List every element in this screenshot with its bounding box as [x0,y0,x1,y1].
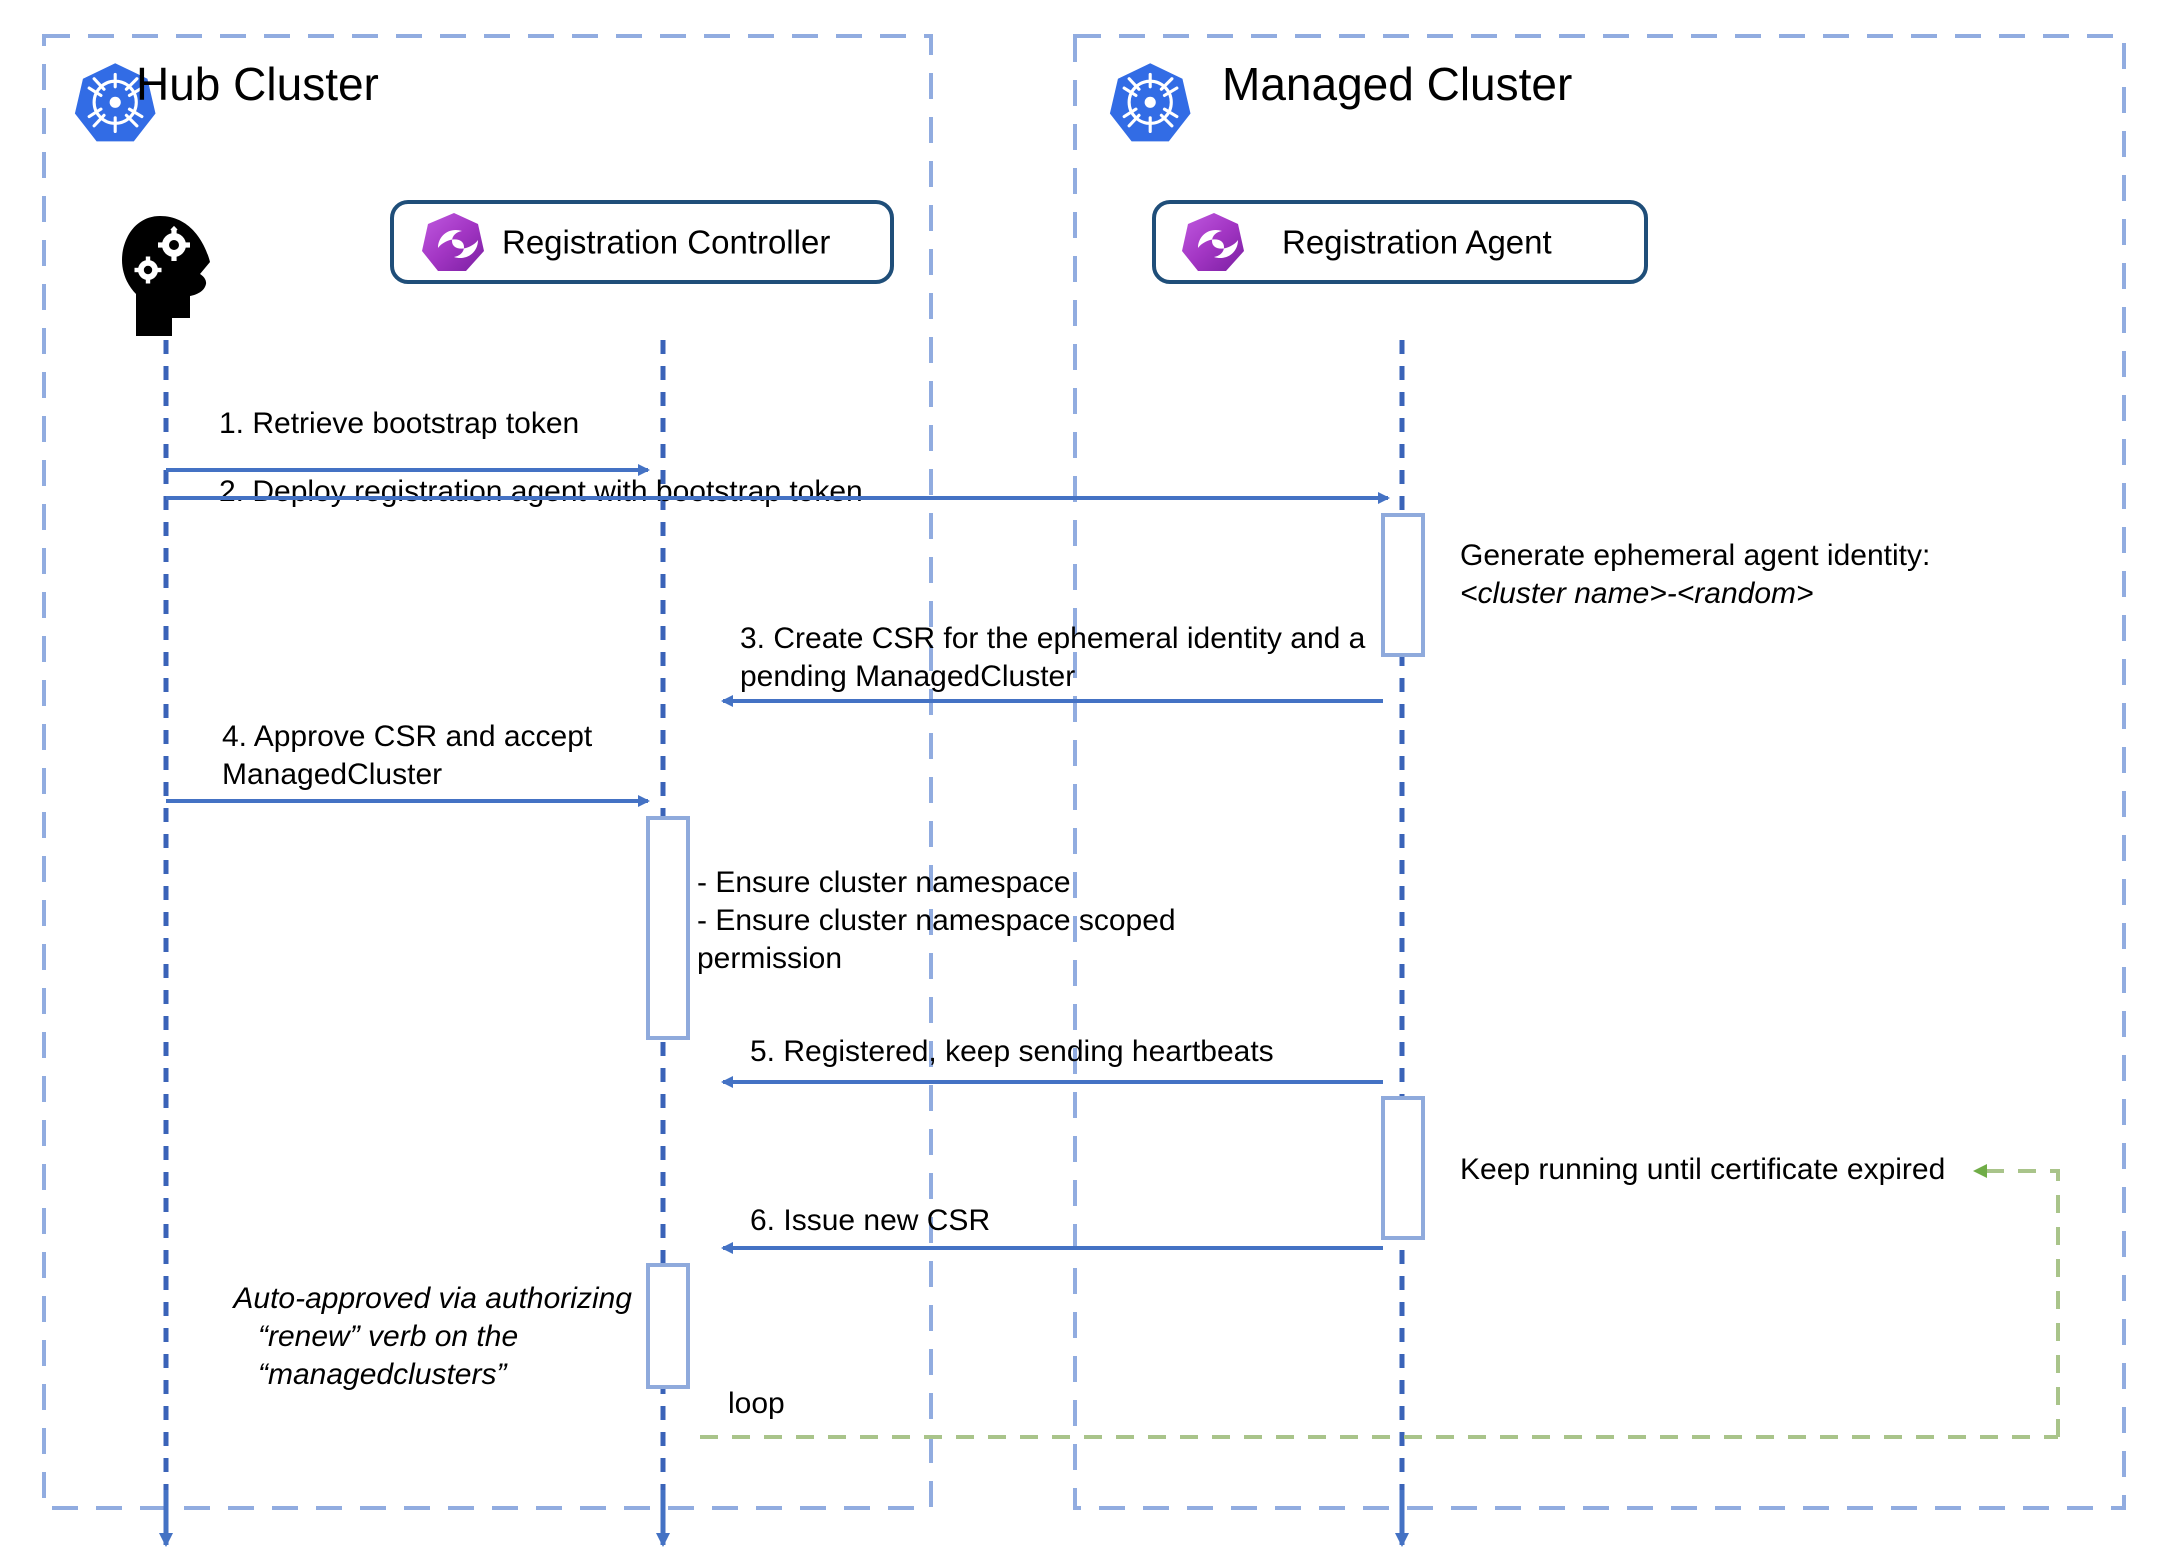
message-2-label: 2. Deploy registration agent with bootst… [219,475,863,508]
kubernetes-icon-managed [1109,63,1191,142]
note-keep-running-line-1: Keep running until certificate expired [1460,1153,1945,1186]
registration-controller-label: Registration Controller [502,224,830,261]
registration-agent-label: Registration Agent [1282,224,1552,261]
hub-cluster-title: Hub Cluster [136,58,379,110]
kubernetes-icon-hub [74,63,156,142]
message-3: 3. Create CSR for the ephemeral identity… [721,622,1383,707]
note-auto-approved-line-3: “managedclusters” [258,1358,508,1391]
activation-agent-heartbeat [1381,1096,1425,1240]
activation-agent-identity [1381,513,1425,657]
note-auto-approved: Auto-approved via authorizing “renew” ve… [231,1282,632,1391]
managed-cluster-title: Managed Cluster [1222,58,1572,110]
ocm-icon-controller [422,213,484,271]
activation-controller-renew [646,1263,690,1389]
message-3-label-line-2: pending ManagedCluster [740,660,1075,693]
note-ephemeral-identity-line-1: Generate ephemeral agent identity: [1460,539,1930,572]
container-managed-cluster [1073,34,2126,1510]
note-auto-approved-line-2: “renew” verb on the [258,1320,518,1353]
message-1: 1. Retrieve bootstrap token [166,407,650,476]
activation-controller-namespace [646,816,690,1040]
message-6: 6. Issue new CSR [721,1204,1383,1254]
loop-label: loop [728,1387,785,1420]
container-hub-cluster [42,34,933,1510]
message-5-label: 5. Registered, keep sending heartbeats [750,1035,1274,1068]
note-ensure-namespace-line-3: permission [697,942,842,975]
message-3-label-line-1: 3. Create CSR for the ephemeral identity… [740,622,1366,655]
message-4-label-line-1: 4. Approve CSR and accept [222,720,593,753]
note-ensure-namespace: - Ensure cluster namespace - Ensure clus… [697,866,1176,975]
note-ensure-namespace-line-1: - Ensure cluster namespace [697,866,1071,899]
loop-return-path: loop [700,1164,2060,1439]
note-ephemeral-identity: Generate ephemeral agent identity: <clus… [1460,539,1930,610]
message-2: 2. Deploy registration agent with bootst… [166,475,1390,508]
message-4: 4. Approve CSR and accept ManagedCluster [166,720,650,807]
message-1-label: 1. Retrieve bootstrap token [219,407,579,440]
ocm-icon-agent [1182,213,1244,271]
note-keep-running: Keep running until certificate expired [1460,1153,1945,1186]
participant-registration-agent[interactable]: Registration Agent [1152,200,1648,284]
note-ephemeral-identity-line-2: <cluster name>-<random> [1460,577,1814,610]
note-ensure-namespace-line-2: - Ensure cluster namespace scoped [697,904,1176,937]
message-5: 5. Registered, keep sending heartbeats [721,1035,1383,1088]
message-6-label: 6. Issue new CSR [750,1204,990,1237]
participant-registration-controller[interactable]: Registration Controller [390,200,894,284]
user-head-gears-icon [122,216,210,336]
message-4-label-line-2: ManagedCluster [222,758,442,791]
note-auto-approved-line-1: Auto-approved via authorizing [231,1282,632,1315]
